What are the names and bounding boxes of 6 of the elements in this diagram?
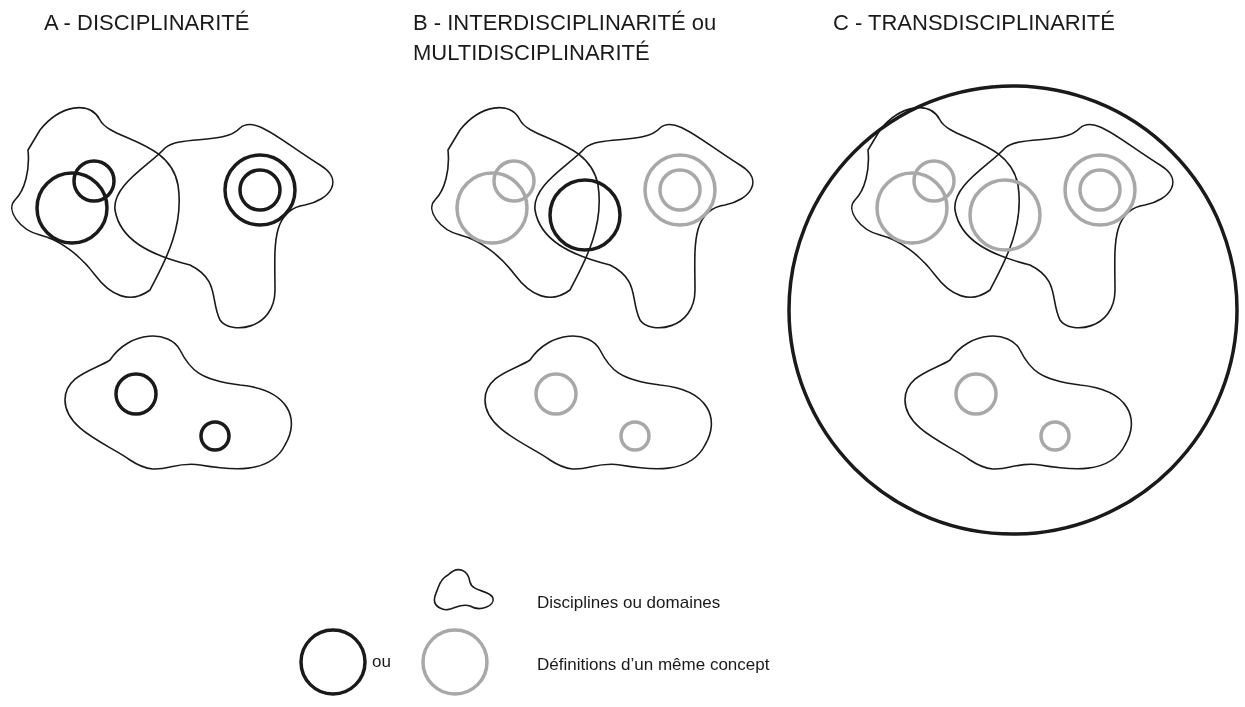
panel-heading: A - DISCIPLINARITÉ xyxy=(44,9,251,37)
panel-heading: C - TRANSDISCIPLINARITÉ xyxy=(833,9,1116,37)
legend-text: ou xyxy=(372,652,392,672)
legend-text: Définitions d’un même concept xyxy=(537,655,770,675)
legend-text: Disciplines ou domaines xyxy=(537,593,721,613)
panel-heading: B - INTERDISCIPLINARITÉ ou MULTIDISCIPLINARITÉ xyxy=(413,9,718,67)
